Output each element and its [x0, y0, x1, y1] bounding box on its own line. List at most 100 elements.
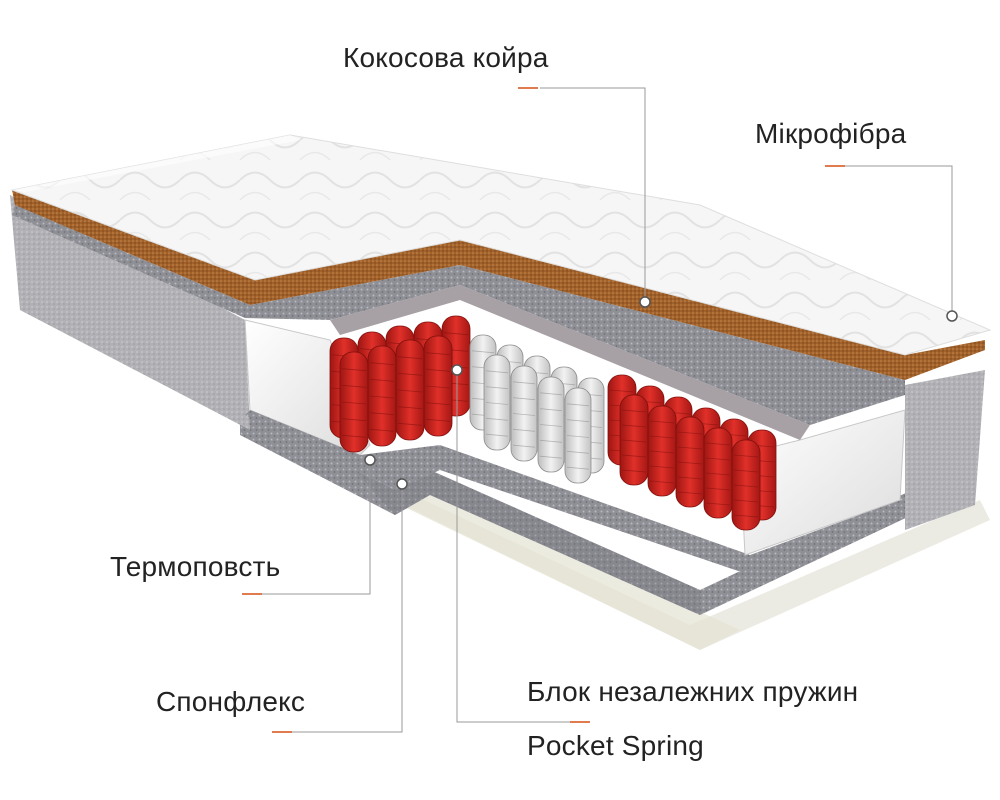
- spring-wire: [485, 386, 509, 390]
- thermofelt-inner: [245, 410, 905, 575]
- spring-wire: [677, 461, 703, 465]
- spring-wire: [471, 350, 495, 354]
- accent-tick-sponflex: [272, 731, 292, 733]
- spring-wire: [649, 435, 675, 439]
- spring-wire: [539, 455, 563, 459]
- spring-wire: [677, 431, 703, 435]
- spring-wire: [566, 403, 590, 407]
- spring-wire: [649, 465, 675, 469]
- marker-thermofelt: [364, 454, 376, 466]
- spring-wire: [566, 419, 590, 423]
- marker-microfiber: [946, 310, 958, 322]
- spring-wire: [566, 435, 590, 438]
- spring-wire: [649, 420, 675, 424]
- label-pocket-spring: Pocket Spring: [527, 730, 704, 761]
- spring-wire: [621, 439, 647, 443]
- spring-wire: [369, 412, 395, 416]
- spring-wire: [539, 439, 563, 443]
- spring-wire: [705, 442, 731, 446]
- spring-wire: [369, 395, 395, 399]
- spring-wire: [512, 381, 536, 385]
- spring-wire: [341, 384, 367, 388]
- spring-wire: [485, 433, 509, 437]
- spring-wire: [539, 392, 563, 396]
- spring-wire: [705, 472, 731, 476]
- spring-wire: [512, 444, 536, 448]
- spring-wire: [485, 417, 509, 421]
- accent-tick-thermofelt: [242, 593, 262, 595]
- spring-wire: [733, 469, 759, 473]
- spring-wire: [621, 409, 647, 413]
- spring-wire: [512, 397, 536, 401]
- marker-spring-block: [451, 364, 463, 376]
- spring-wire: [397, 422, 423, 426]
- spring-wire: [443, 332, 469, 336]
- spring-coil: [483, 354, 511, 451]
- spring-wire: [705, 502, 731, 506]
- spring-wire: [539, 408, 563, 412]
- spring-coil: [564, 387, 592, 484]
- accent-tick-coconut-coir: [518, 87, 538, 89]
- spring-wire: [621, 469, 647, 473]
- spring-wire: [733, 454, 759, 458]
- marker-sponflex: [396, 478, 408, 490]
- leader-spring-block: [456, 370, 590, 723]
- spring-wire: [397, 372, 423, 376]
- spring-wire: [649, 480, 675, 484]
- spring-wire: [341, 401, 367, 405]
- mattress-right-side: [905, 370, 985, 530]
- accent-tick-spring-block: [570, 721, 590, 723]
- microfiber-top: [10, 134, 992, 356]
- marker-dots: [364, 296, 958, 490]
- label-spring-block: Блок незалежних пружин: [527, 676, 859, 707]
- side-foam-right: [739, 409, 906, 556]
- marker-coconut-coir: [639, 296, 651, 308]
- spring-wire: [341, 434, 367, 438]
- spring-wire: [397, 356, 423, 360]
- spring-wire: [369, 428, 395, 432]
- label-sponflex: Спонфлекс: [156, 686, 306, 717]
- accent-tick-microfiber: [825, 165, 845, 167]
- spring-wire: [733, 484, 759, 488]
- label-coconut-coir: Кокосова койра: [343, 42, 549, 73]
- leader-sponflex: [292, 484, 403, 733]
- spring-wire: [425, 352, 451, 356]
- spring-wire: [566, 450, 590, 454]
- spring-wire: [539, 424, 563, 427]
- spring-wire: [621, 424, 647, 428]
- spring-coil: [423, 335, 453, 437]
- spring-wire: [649, 450, 675, 454]
- spring-wire: [705, 457, 731, 461]
- floor-shadow: [20, 310, 990, 650]
- leader-coconut-coir: [540, 87, 646, 302]
- coconut-coir-layer: [12, 190, 985, 380]
- spring-wire: [512, 413, 536, 416]
- spring-wire: [425, 402, 451, 406]
- label-thermofelt: Термоповсть: [110, 551, 281, 582]
- spring-wire: [341, 368, 367, 372]
- leader-lines: [262, 87, 953, 733]
- spring-wire: [512, 428, 536, 432]
- leader-thermofelt: [262, 460, 371, 595]
- spring-wire: [609, 389, 635, 393]
- leader-microfiber: [845, 165, 953, 316]
- spring-wire: [397, 406, 423, 410]
- sponflex-layer: [240, 410, 965, 615]
- label-microfiber: Мікрофібра: [755, 118, 907, 149]
- spring-coil: [731, 439, 761, 531]
- spring-wire: [397, 389, 423, 393]
- spring-wire: [566, 466, 590, 470]
- spring-wire: [733, 499, 759, 503]
- mattress-left-side: [10, 195, 250, 430]
- spring-wire: [369, 378, 395, 382]
- spring-wire: [677, 476, 703, 480]
- spring-wire: [705, 487, 731, 491]
- spring-wire: [733, 514, 759, 518]
- thermofelt-upper: [12, 205, 905, 440]
- spring-wire: [425, 385, 451, 389]
- spring-wire: [369, 362, 395, 366]
- spring-wire: [677, 491, 703, 495]
- spring-wire: [341, 418, 367, 422]
- spring-wire: [677, 446, 703, 450]
